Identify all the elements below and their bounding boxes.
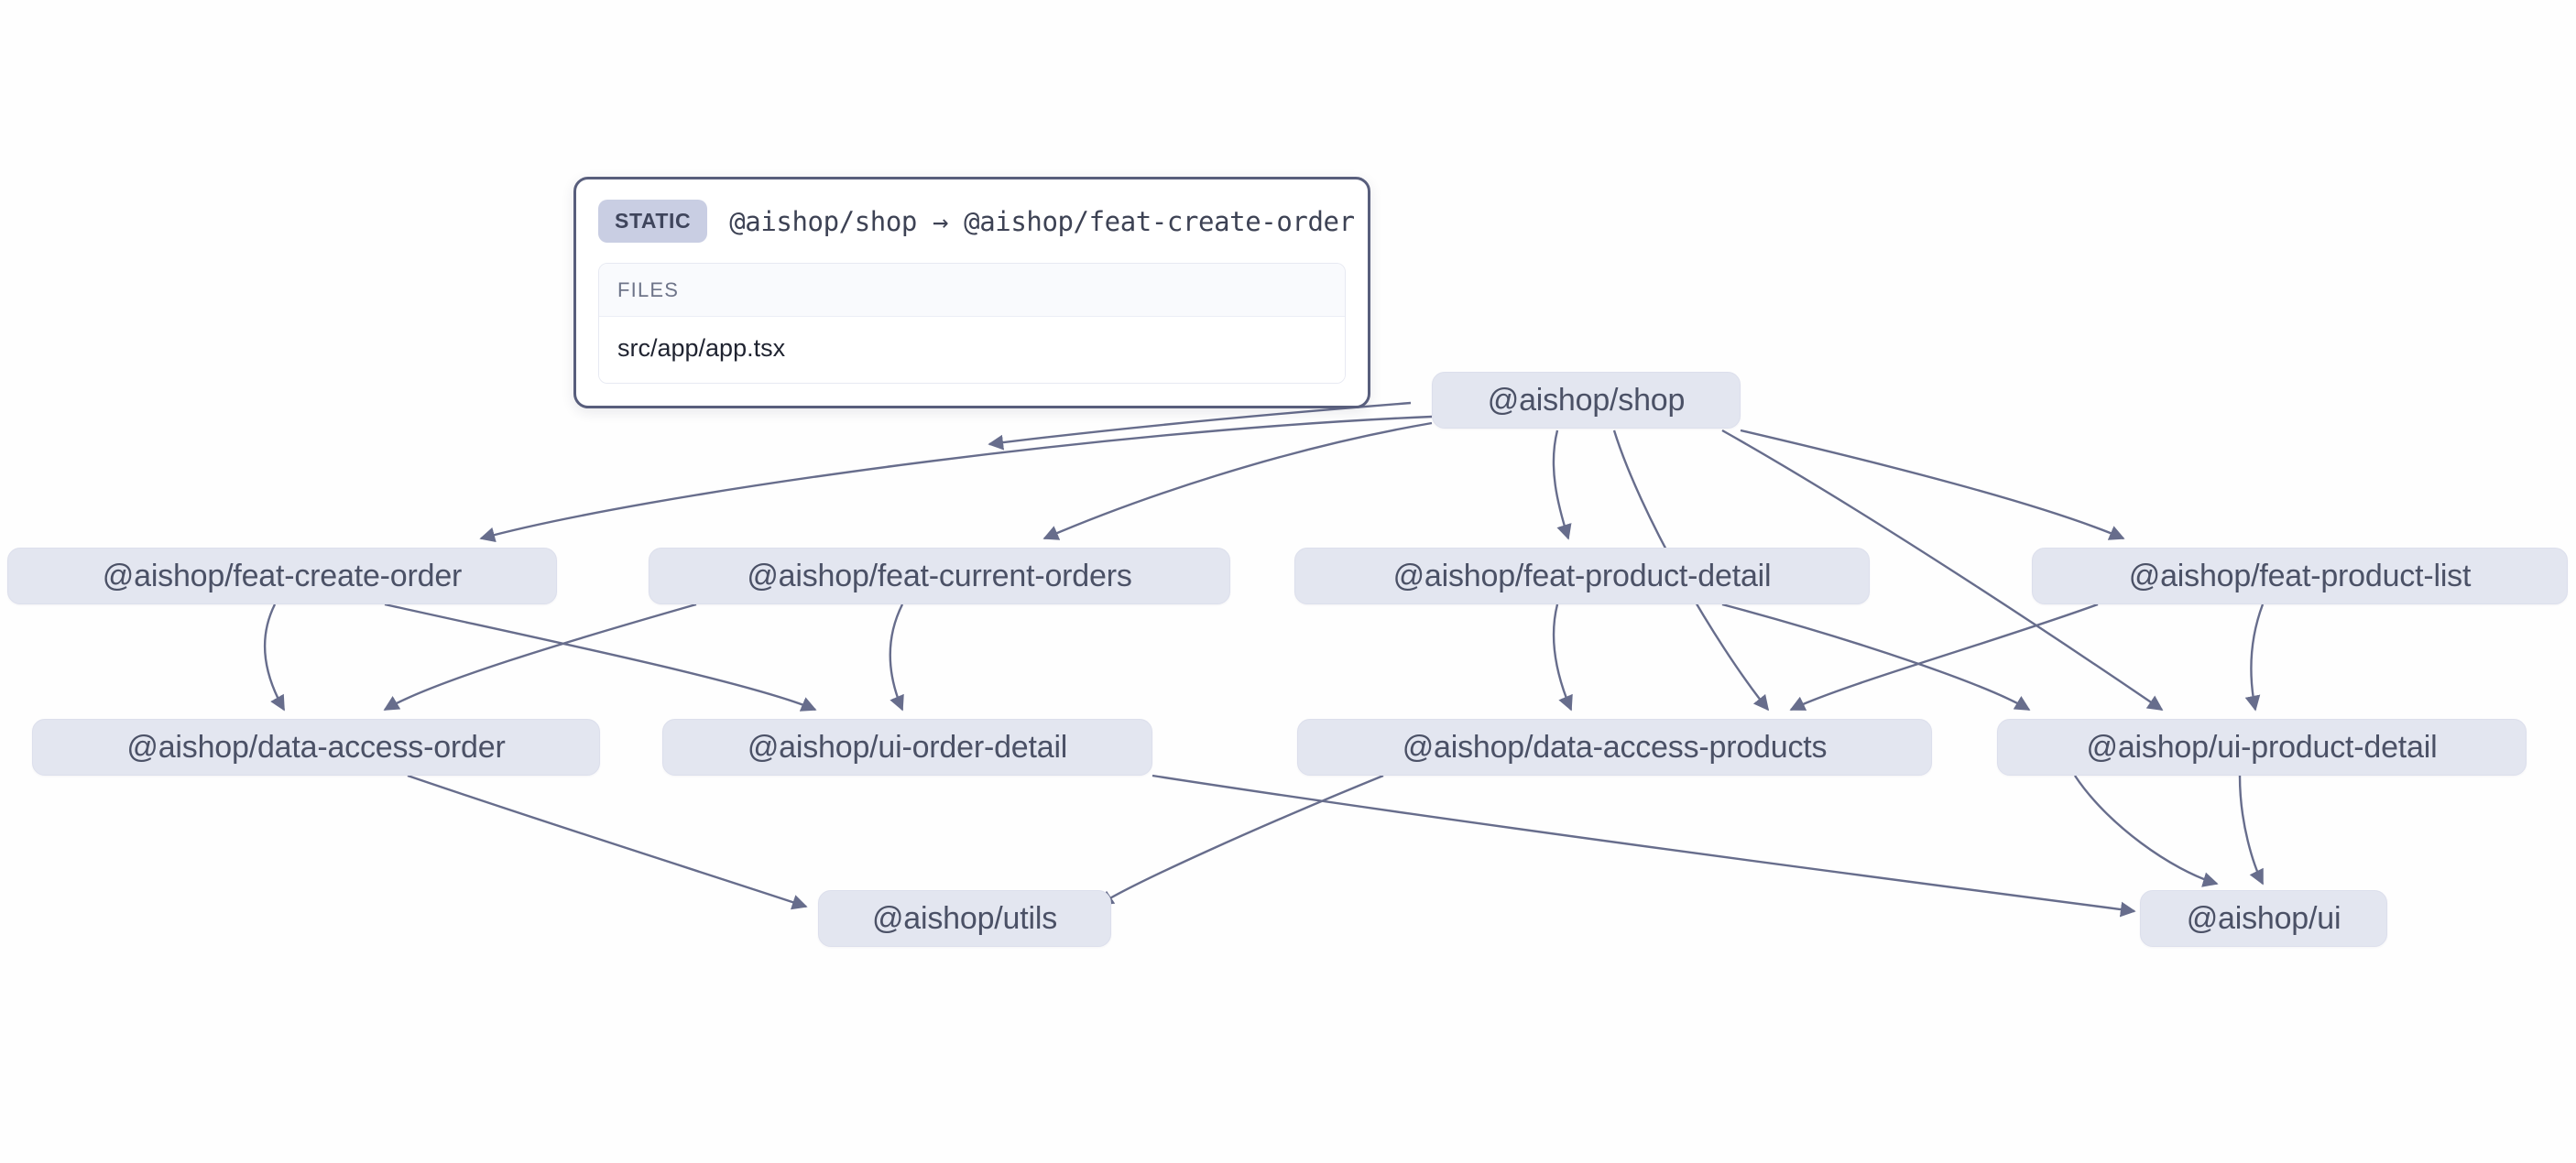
graph-edge-feat-current-orders-to-data-access-order[interactable] (383, 603, 697, 712)
static-badge: STATIC (598, 200, 708, 243)
graph-node-shop[interactable]: @aishop/shop (1432, 372, 1741, 429)
graph-node-feat-current-orders[interactable]: @aishop/feat-current-orders (649, 548, 1230, 604)
graph-node-ui-product-detail[interactable]: @aishop/ui-product-detail (1997, 719, 2527, 776)
tooltip-title: @aishop/shop → @aishop/feat-create-order (729, 205, 1355, 237)
graph-edge-feat-product-list-to-ui-product-detail[interactable] (2244, 603, 2265, 712)
graph-edge-shop-to-feat-product-detail[interactable] (1552, 429, 1572, 540)
graph-edge-shop-to-feat-create-order[interactable] (988, 401, 1412, 451)
graph-edge-feat-product-detail-to-ui-product-detail[interactable] (1721, 603, 2031, 712)
graph-edge-shop-to-feat-current-orders[interactable] (1042, 421, 1433, 540)
files-panel: FILES src/app/app.tsx (598, 263, 1346, 384)
graph-edge-data-access-order-to-utils[interactable] (407, 774, 808, 910)
graph-edge-shop-to-feat-product-list[interactable] (1740, 429, 2125, 540)
tooltip-header: STATIC @aishop/shop → @aishop/feat-creat… (598, 200, 1355, 243)
file-row: src/app/app.tsx (599, 317, 1345, 383)
graph-node-feat-product-list[interactable]: @aishop/feat-product-list (2032, 548, 2568, 604)
graph-edge-shop-to-feat-create-order[interactable] (479, 415, 1433, 543)
graph-node-ui-order-detail[interactable]: @aishop/ui-order-detail (662, 719, 1152, 776)
files-header-label: FILES (599, 264, 1345, 317)
graph-edge-feat-product-list-to-data-access-products[interactable] (1789, 603, 2099, 712)
graph-node-data-access-products[interactable]: @aishop/data-access-products (1297, 719, 1932, 776)
graph-node-ui[interactable]: @aishop/ui (2140, 890, 2387, 947)
graph-node-data-access-order[interactable]: @aishop/data-access-order (32, 719, 600, 776)
graph-node-feat-create-order[interactable]: @aishop/feat-create-order (7, 548, 557, 604)
graph-edge-ui-product-detail-to-ui[interactable] (2238, 775, 2265, 886)
graph-edge-feat-current-orders-to-ui-order-detail[interactable] (889, 603, 904, 712)
graph-node-feat-product-detail[interactable]: @aishop/feat-product-detail (1294, 548, 1870, 604)
graph-edge-feat-create-order-to-ui-order-detail[interactable] (384, 603, 817, 712)
edge-detail-tooltip[interactable]: STATIC @aishop/shop → @aishop/feat-creat… (573, 177, 1370, 408)
graph-edge-feat-create-order-to-data-access-order[interactable] (263, 603, 286, 712)
files-list: src/app/app.tsx (599, 317, 1345, 383)
graph-edge-ui-order-detail-to-ui[interactable] (1152, 774, 2136, 918)
graph-edges (263, 401, 2265, 918)
graph-edge-data-access-products-to-utils[interactable] (1097, 774, 1384, 907)
graph-node-utils[interactable]: @aishop/utils (818, 890, 1111, 947)
graph-edge-ui-product-detail-to-ui[interactable] (2073, 775, 2219, 887)
graph-edge-feat-product-detail-to-data-access-products[interactable] (1552, 603, 1573, 712)
